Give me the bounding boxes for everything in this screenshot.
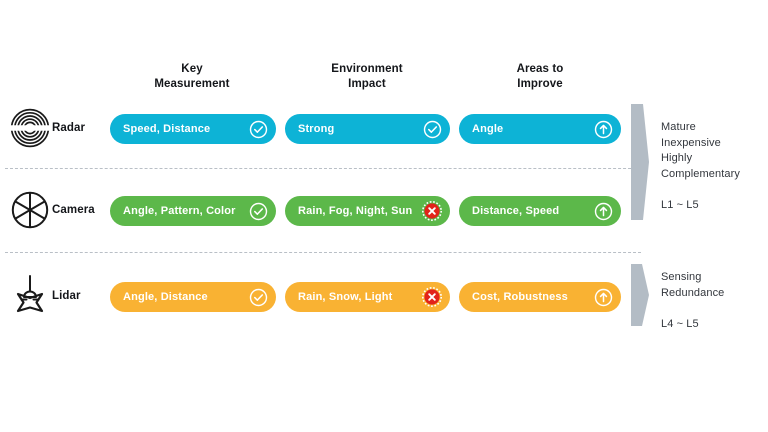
pill-lidar-areas-to-improve[interactable]: Cost, Robustness	[459, 282, 621, 312]
check-circle-icon	[248, 287, 268, 307]
arrow-up-circle-icon	[593, 287, 613, 307]
pill-text: Speed, Distance	[123, 123, 211, 135]
pill-radar-areas-to-improve[interactable]: Angle	[459, 114, 621, 144]
pill-camera-areas-to-improve[interactable]: Distance, Speed	[459, 196, 621, 226]
sensor-label-lidar: Lidar	[52, 290, 81, 302]
pill-radar-key-measurement[interactable]: Speed, Distance	[110, 114, 276, 144]
sensor-label-camera: Camera	[52, 204, 95, 216]
camera-aperture-icon	[8, 186, 52, 234]
check-circle-icon	[422, 119, 442, 139]
pill-lidar-environment-impact[interactable]: Rain, Snow, Light	[285, 282, 450, 312]
sensor-label-radar: Radar	[52, 122, 86, 134]
lidar-beam-icon	[8, 272, 52, 320]
arrow-right-shape-icon	[629, 262, 651, 333]
column-header-areas-to-improve: Areas to Improve	[516, 63, 564, 91]
arrow-up-circle-icon	[593, 201, 613, 221]
pill-text: Rain, Snow, Light	[298, 291, 393, 303]
column-header-key-measurement: Key Measurement	[154, 63, 230, 91]
table-row-radar: Radar Speed, Distance Strong Angle	[0, 104, 768, 156]
pill-text: Angle	[472, 123, 504, 135]
pill-camera-environment-impact[interactable]: Rain, Fog, Night, Sun	[285, 196, 450, 226]
callout-text: Mature Inexpensive Highly Complementary …	[661, 121, 740, 212]
x-circle-icon	[422, 287, 442, 307]
column-header-environment-impact: Environment Impact	[331, 63, 403, 91]
pill-text: Rain, Fog, Night, Sun	[298, 205, 413, 217]
table-row-camera: Camera Angle, Pattern, Color Rain, Fog, …	[0, 186, 768, 238]
pill-camera-key-measurement[interactable]: Angle, Pattern, Color	[110, 196, 276, 226]
pill-text: Cost, Robustness	[472, 291, 568, 303]
table-row-lidar: Lidar Angle, Distance Rain, Snow, Light	[0, 272, 768, 324]
pill-text: Angle, Pattern, Color	[123, 205, 236, 217]
row-divider	[5, 252, 641, 253]
pill-text: Strong	[298, 123, 335, 135]
pill-text: Angle, Distance	[123, 291, 208, 303]
row-divider	[5, 168, 641, 169]
callout-text: Sensing Redundance L4 ~ L5	[661, 271, 725, 330]
arrow-right-shape-icon	[629, 102, 651, 227]
pill-radar-environment-impact[interactable]: Strong	[285, 114, 450, 144]
check-circle-icon	[248, 201, 268, 221]
arrow-up-circle-icon	[593, 119, 613, 139]
check-circle-icon	[248, 119, 268, 139]
x-circle-icon	[422, 201, 442, 221]
pill-text: Distance, Speed	[472, 205, 560, 217]
radar-waves-icon	[8, 104, 52, 152]
pill-lidar-key-measurement[interactable]: Angle, Distance	[110, 282, 276, 312]
